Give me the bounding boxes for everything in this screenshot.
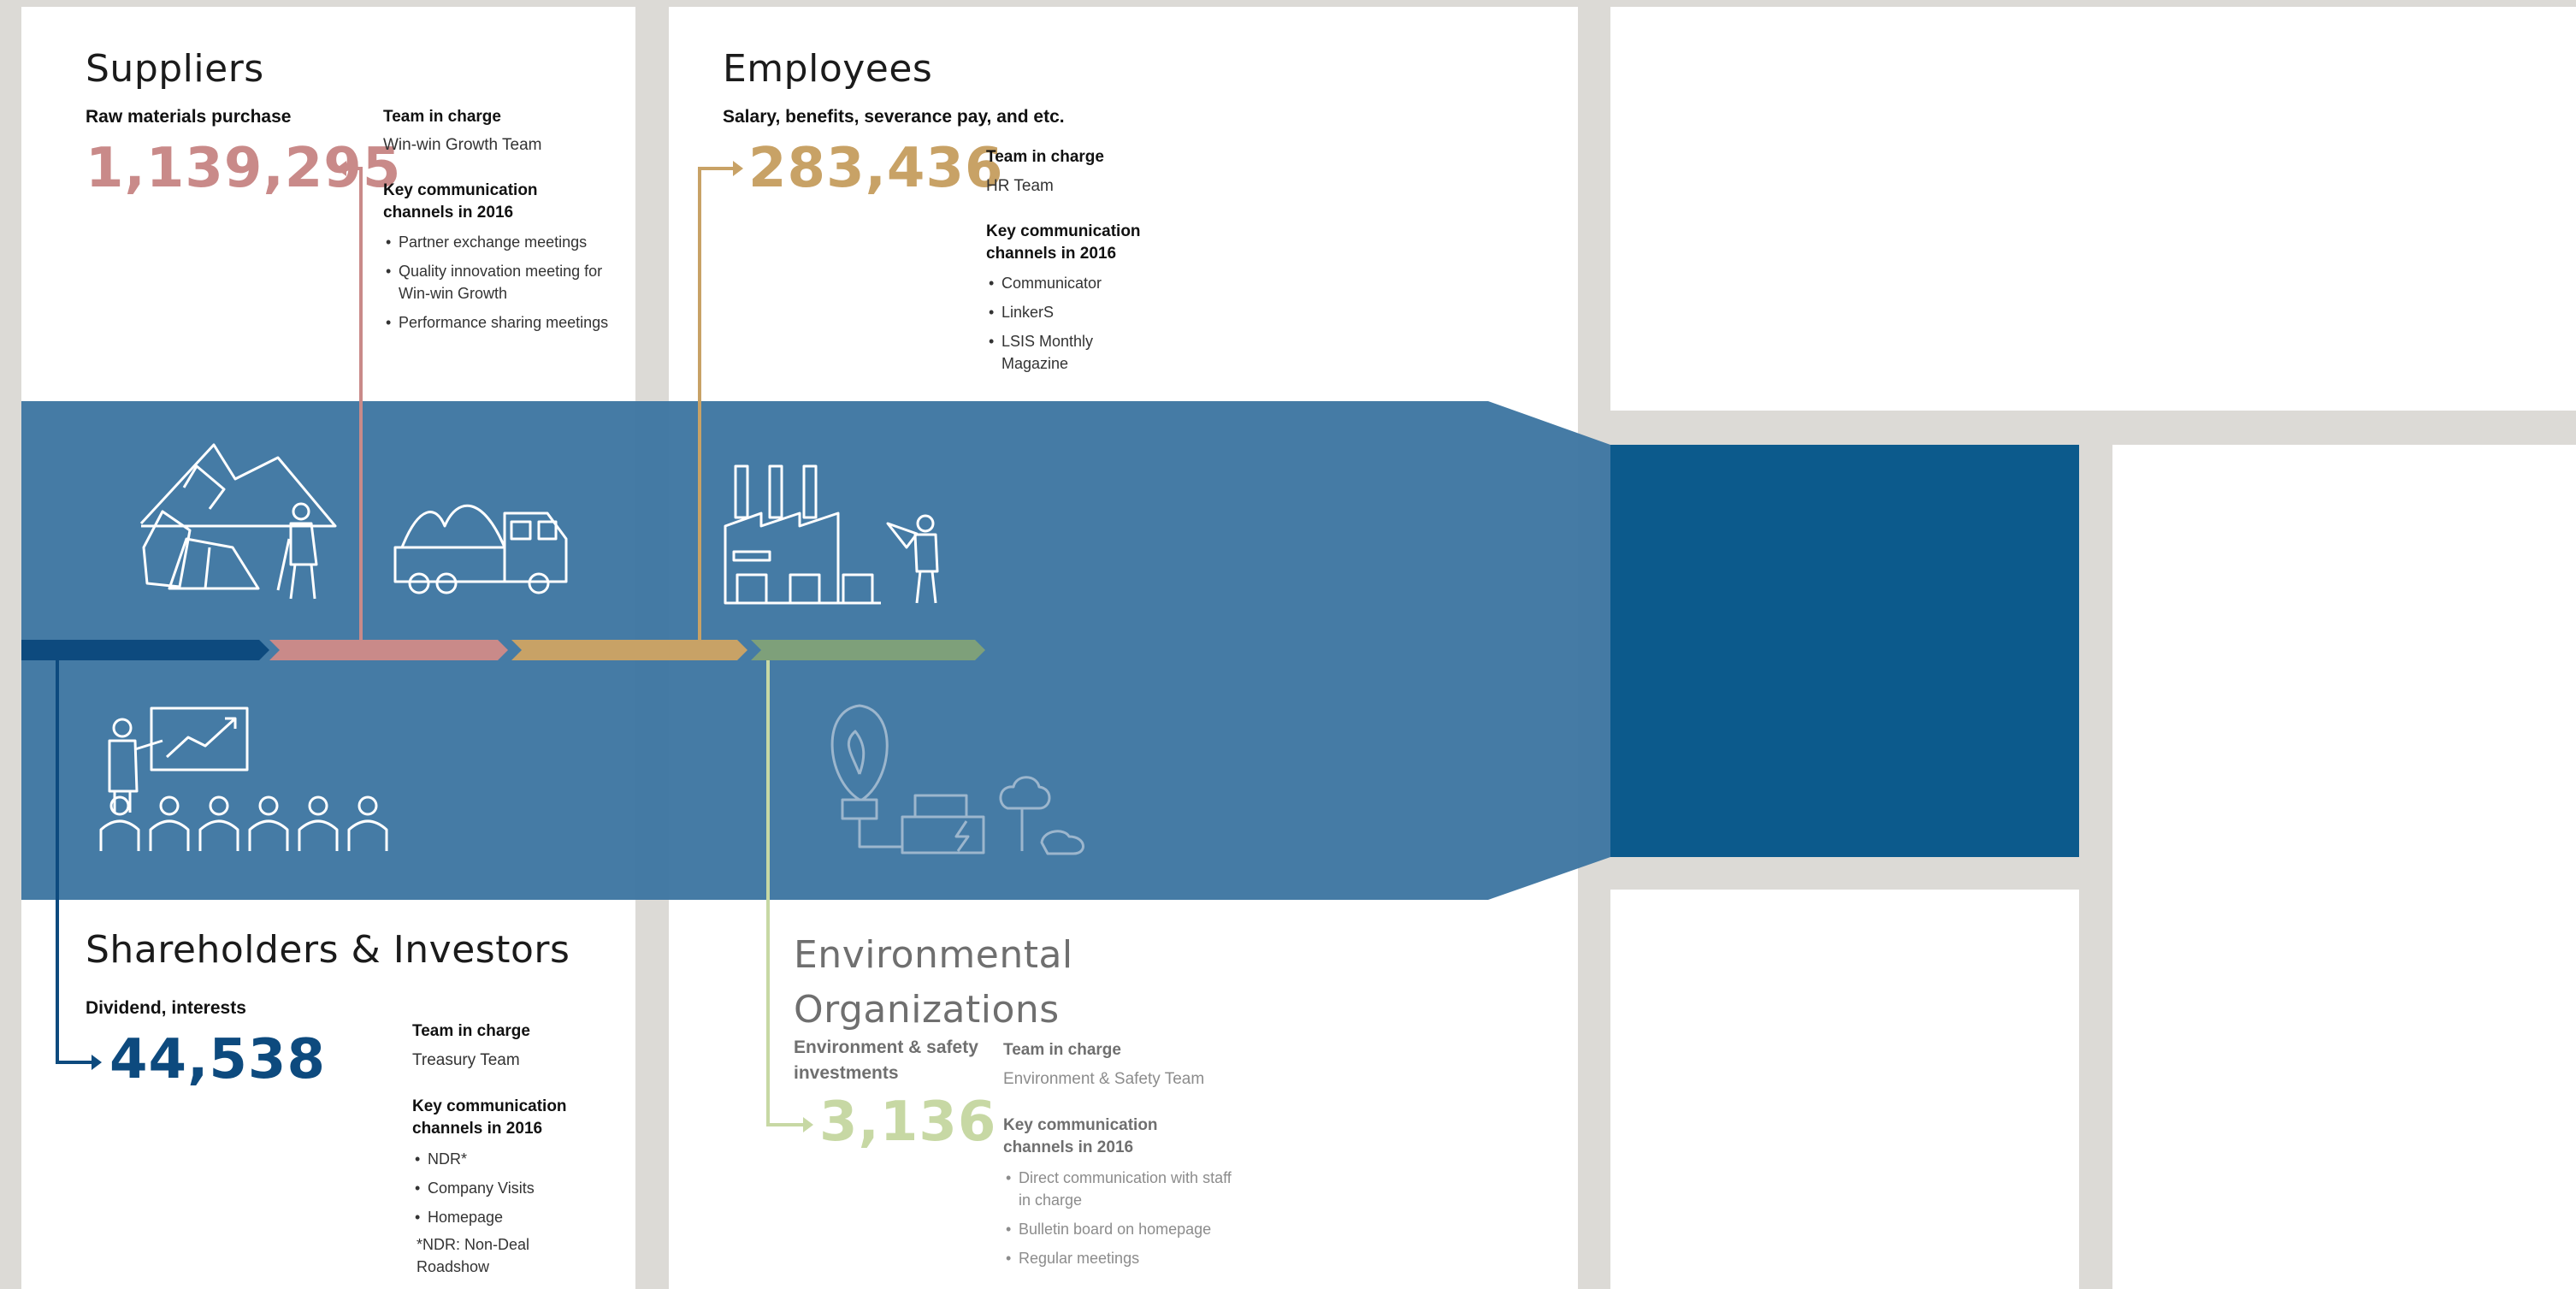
employees-team-label: Team in charge	[986, 148, 1104, 166]
employees-subtitle: Salary, benefits, severance pay, and etc…	[723, 107, 1065, 127]
target-block	[1610, 445, 2079, 857]
list-item: •Partner exchange meetings	[386, 234, 588, 251]
list-item: •Performance sharing meetings	[386, 314, 609, 331]
employees-channels-label: Key communication channels in 2016	[986, 222, 1141, 263]
list-item: •Homepage	[415, 1209, 504, 1226]
shareholders-channels-label: Key communication channels in 2016	[412, 1097, 567, 1138]
right-bottom-panel	[1610, 890, 2079, 1289]
list-item: •Bulletin board on homepage	[1006, 1221, 1212, 1238]
environment-channels-list: •Direct communication with staff in char…	[1003, 1167, 1234, 1276]
list-item: •Quality innovation meeting for Win-win …	[386, 263, 603, 302]
suppliers-subtitle: Raw materials purchase	[86, 107, 292, 127]
employees-channels-list: •Communicator •LinkerS •LSIS Monthly Mag…	[986, 272, 1149, 381]
right-top-panel	[1610, 7, 2576, 411]
shareholders-channels-list: •NDR* •Company Visits •Homepage	[412, 1148, 600, 1235]
list-item: •Regular meetings	[1006, 1250, 1140, 1267]
shareholders-subtitle: Dividend, interests	[86, 998, 246, 1018]
environment-subtitle: Environment & safety investments	[794, 1038, 978, 1083]
suppliers-team: Win-win Growth Team	[383, 136, 542, 154]
shareholders-team-label: Team in charge	[412, 1022, 530, 1040]
list-item: •Direct communication with staff in char…	[1006, 1169, 1232, 1209]
employees-team: HR Team	[986, 177, 1054, 195]
suppliers-title: Suppliers	[86, 47, 264, 91]
employees-title: Employees	[723, 47, 933, 91]
employees-value: 283,436	[748, 137, 1004, 200]
shareholders-title: Shareholders & Investors	[86, 928, 570, 972]
list-item: •NDR*	[415, 1150, 468, 1168]
list-item: •LinkerS	[989, 304, 1055, 321]
suppliers-team-label: Team in charge	[383, 108, 501, 126]
list-item: •LSIS Monthly Magazine	[989, 333, 1094, 372]
environment-title: Environmental Organizations	[794, 933, 1073, 1032]
suppliers-channels-list: •Partner exchange meetings •Quality inno…	[383, 231, 614, 340]
shareholders-value: 44,538	[109, 1028, 326, 1091]
suppliers-value: 1,139,295	[86, 137, 402, 200]
environment-channels-label: Key communication channels in 2016	[1003, 1116, 1158, 1156]
environment-team: Environment & Safety Team	[1003, 1070, 1205, 1088]
environment-team-label: Team in charge	[1003, 1041, 1121, 1059]
list-item: •Company Visits	[415, 1180, 535, 1197]
shareholders-team: Treasury Team	[412, 1051, 520, 1069]
list-item: •Communicator	[989, 275, 1102, 292]
suppliers-channels-label: Key communication channels in 2016	[383, 181, 538, 222]
environment-value: 3,136	[819, 1091, 997, 1154]
shareholders-footnote: *NDR: Non-Deal Roadshow	[417, 1236, 530, 1275]
right-lower-panel	[2112, 445, 2576, 1289]
